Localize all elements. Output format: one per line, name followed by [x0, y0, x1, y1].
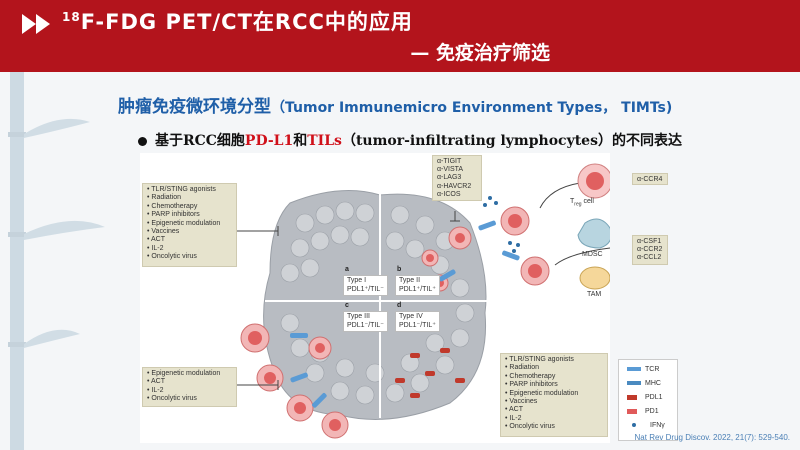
therapy-item: ACT: [147, 378, 232, 386]
therapy-box-bottom-right: TLR/STING agonistsRadiationChemotherapyP…: [500, 353, 608, 437]
therapy-item: PARP inhibitors: [505, 381, 603, 389]
bamboo-decoration: [8, 72, 105, 450]
therapy-box-bottom-left: Epigenetic modulationACTIL-2Oncolytic vi…: [142, 367, 237, 407]
bullet-icon: [138, 136, 147, 146]
therapy-item: Radiation: [147, 194, 232, 202]
mdsc-label: MDSC: [582, 251, 603, 258]
timt-diagram: [237, 163, 610, 439]
legend-ifn: IFNγ: [627, 422, 665, 429]
antibody-item: α-HAVCR2: [437, 182, 472, 190]
quadrant-c-letter: c: [345, 302, 349, 309]
therapy-item: Chemotherapy: [147, 203, 232, 211]
therapy-item: TLR/STING agonists: [505, 356, 603, 364]
therapy-item: PARP inhibitors: [147, 211, 232, 219]
quadrant-b-letter: b: [397, 266, 402, 273]
title-banner: 18F-FDG PET/CT在RCC中的应用 — 免疫治疗筛选: [0, 0, 800, 72]
therapy-item: ACT: [147, 236, 232, 244]
fast-forward-icon: [22, 14, 50, 34]
bullet-point: 基于RCC细胞PD-L1和TILs（tumor-infiltrating lym…: [138, 130, 682, 150]
therapy-item: Oncolytic virus: [147, 395, 232, 403]
therapy-item: Chemotherapy: [505, 373, 603, 381]
antibody-item: α-LAG3: [437, 174, 462, 182]
therapy-item: IL-2: [147, 245, 232, 253]
therapy-item: TLR/STING agonists: [147, 186, 232, 194]
antibody-item: α-CSF1: [637, 238, 662, 245]
therapy-item: Oncolytic virus: [505, 423, 603, 431]
therapy-item: Epigenetic modulation: [505, 390, 603, 398]
slide-title: 18F-FDG PET/CT在RCC中的应用: [62, 10, 413, 34]
quadrant-d-letter: d: [397, 302, 402, 309]
antibody-box-ccr4: α-CCR4: [632, 173, 668, 185]
legend-pdl1: PDL1: [627, 394, 663, 401]
therapy-item: Epigenetic modulation: [147, 370, 232, 378]
therapy-item: Vaccines: [505, 398, 603, 406]
antibody-item: α-TIGIT: [437, 158, 462, 165]
therapy-item: Radiation: [505, 364, 603, 372]
therapy-box-top-left: TLR/STING agonistsRadiationChemotherapyP…: [142, 183, 237, 267]
therapy-item: ACT: [505, 406, 603, 414]
timt-figure: TLR/STING agonistsRadiationChemotherapyP…: [140, 153, 678, 443]
slide-subtitle: — 免疫治疗筛选: [410, 42, 550, 64]
section-heading: 肿瘤免疫微环境分型（Tumor Immunemicro Environment …: [118, 97, 673, 117]
legend-tcr: TCR: [627, 366, 659, 373]
therapy-item: IL-2: [505, 415, 603, 423]
therapy-item: Vaccines: [147, 228, 232, 236]
quadrant-a-letter: a: [345, 266, 349, 273]
legend-pd1: PD1: [627, 408, 659, 415]
tam-label: TAM: [587, 291, 602, 298]
legend-mhc: MHC: [627, 380, 661, 387]
antibody-item: α-ICOS: [437, 190, 461, 198]
therapy-item: Oncolytic virus: [147, 253, 232, 261]
therapy-item: IL-2: [147, 387, 232, 395]
therapy-item: Epigenetic modulation: [147, 220, 232, 228]
antibody-item: α-VISTA: [437, 166, 464, 174]
antibody-item: α-CCR2: [637, 246, 663, 254]
citation: Nat Rev Drug Discov. 2022, 21(7): 529-54…: [634, 433, 790, 442]
legend: TCR MHC PDL1 PD1 IFNγ: [618, 359, 678, 441]
antibody-item: α-CCL2: [637, 254, 662, 262]
treg-label: Treg cell: [570, 198, 594, 208]
